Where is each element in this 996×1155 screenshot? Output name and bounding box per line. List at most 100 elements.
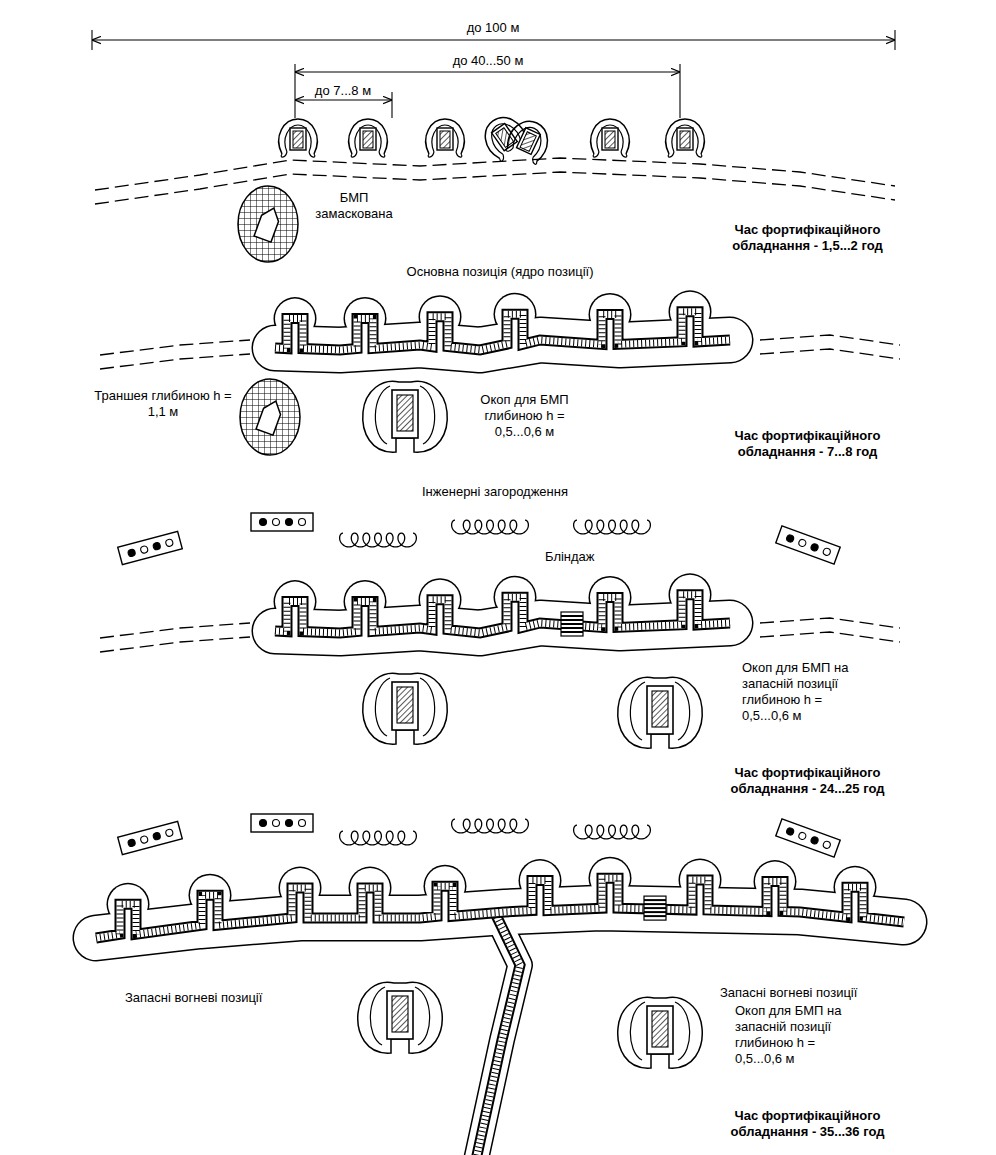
camouflage-net	[238, 186, 298, 262]
minefield-symbol	[251, 513, 313, 531]
trench-trace-dashed	[95, 158, 895, 190]
trench-trace-dashed	[95, 172, 895, 204]
wire-obstacle	[452, 520, 529, 534]
panel-four	[96, 814, 904, 1155]
mine-symbol	[798, 831, 807, 840]
emplacement-pit	[647, 1006, 673, 1054]
parapet	[375, 386, 434, 444]
mine-symbol	[273, 519, 280, 526]
parapet	[618, 997, 702, 1068]
trench-floor	[275, 595, 730, 633]
cell-pit	[360, 128, 376, 150]
wire-obstacle	[574, 520, 651, 534]
emplacement-pit	[387, 991, 413, 1039]
trench-floor	[476, 913, 520, 1155]
parapet	[285, 125, 311, 152]
emplacement-pit	[392, 996, 408, 1032]
rifle-cell	[591, 119, 630, 157]
mine-symbol	[810, 543, 819, 552]
ifv-emplacement	[358, 982, 442, 1053]
parapet	[593, 152, 627, 157]
cell-pit	[517, 128, 541, 155]
trench-wall	[96, 878, 904, 938]
annotation-label: Запасні вогневі позиції	[125, 990, 262, 1006]
parapet	[486, 118, 523, 155]
emplacement-pit	[652, 691, 668, 727]
minefield-frame	[251, 513, 313, 531]
parapet	[428, 152, 462, 157]
dugout-beam	[561, 627, 583, 629]
annotation-label: Траншея глибиною h = 1,1 м	[88, 388, 238, 420]
emplacement-pit	[647, 686, 673, 734]
mine-symbol	[786, 827, 795, 836]
mine-symbol	[299, 820, 306, 827]
section-title: Інженерні загородження	[422, 484, 568, 500]
mine-symbol	[140, 835, 149, 844]
position-title: Основна позиція (ядро позиції)	[407, 264, 594, 280]
ifv-emplacement	[363, 381, 447, 452]
parapet	[358, 982, 442, 1053]
mine-symbol	[152, 542, 161, 551]
minefield-symbol	[118, 821, 183, 854]
mine-symbol	[786, 534, 795, 543]
minefield-frame	[776, 526, 840, 564]
dugout-frame	[561, 612, 583, 636]
emplacement-pit	[397, 395, 413, 431]
panel-three	[100, 513, 900, 748]
dugout-beam	[561, 619, 583, 621]
mine-symbol	[273, 820, 280, 827]
emplacement-pit	[392, 682, 418, 730]
minefield-frame	[776, 819, 840, 857]
parapet	[363, 381, 447, 452]
ifv-symbol	[254, 205, 282, 242]
rifle-cell	[503, 115, 554, 166]
parapet	[279, 119, 318, 154]
mine-symbol	[165, 539, 174, 548]
trench-trace-dashed	[100, 340, 250, 355]
annotation-label: Окоп для БМП на запасній позиції глибино…	[735, 1003, 857, 1066]
mine-symbol	[165, 829, 174, 838]
dugout-beam	[644, 907, 666, 909]
ifv-symbol	[256, 398, 284, 435]
emplacement-pit	[392, 390, 418, 438]
cell-pit	[496, 128, 514, 148]
parapet	[281, 152, 315, 157]
rifle-cell	[666, 119, 705, 157]
time-label: Час фортифікаційного обладнання - 1,5...…	[715, 222, 900, 254]
camouflaged-ifv	[238, 186, 298, 262]
cell-pit	[293, 131, 303, 148]
dimension-label: до 7...8 м	[312, 83, 374, 99]
trench-trace-dashed	[760, 335, 900, 345]
cell-pit	[437, 128, 453, 150]
mine-symbol	[798, 538, 807, 547]
rifle-cell	[279, 119, 318, 157]
wire-obstacle	[340, 533, 417, 547]
parapet	[672, 125, 698, 152]
parapet	[668, 152, 702, 157]
minefield-symbol	[776, 819, 840, 857]
trench-wall	[275, 595, 730, 633]
time-label: Час фортифікаційного обладнання - 35...3…	[715, 1108, 900, 1140]
dugout-symbol	[561, 612, 583, 636]
dimension-line	[295, 71, 680, 72]
dimension-label: до 40...50 м	[450, 53, 527, 69]
dugout-beam	[644, 899, 666, 901]
mine-symbol	[299, 519, 306, 526]
parapet	[666, 119, 705, 154]
trench-trace-dashed	[760, 349, 900, 359]
cell-pit	[605, 131, 615, 148]
dimension-line	[295, 99, 392, 100]
dugout-symbol	[644, 896, 666, 920]
minefield-symbol	[776, 526, 840, 564]
trench-trace-dashed	[760, 618, 900, 628]
parapet	[363, 673, 447, 744]
trench-trace-dashed	[100, 354, 250, 369]
parapet	[511, 123, 546, 159]
mine-symbol	[260, 820, 267, 827]
extension-line	[391, 92, 392, 118]
emplacement-pit	[652, 1011, 668, 1047]
wire-obstacle	[574, 825, 651, 839]
